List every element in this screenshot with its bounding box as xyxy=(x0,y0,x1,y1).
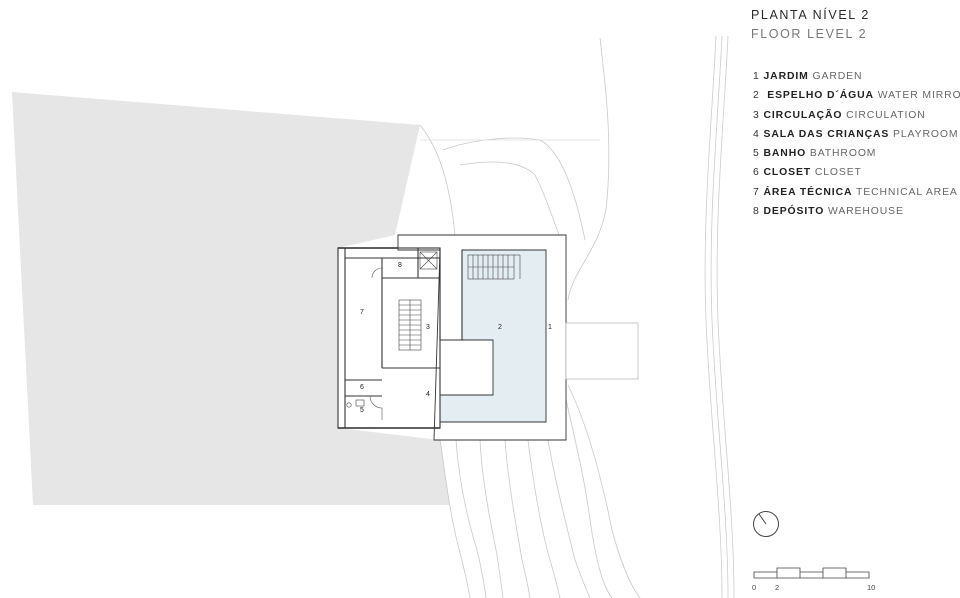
legend-item: 2 ESPELHO D´ÁGUA WATER MIRROR xyxy=(753,86,960,105)
legend-item: 1 JARDIM GARDEN xyxy=(753,67,960,86)
legend-number: 5 xyxy=(753,148,760,160)
building-walls xyxy=(337,247,463,429)
north-arrow-icon xyxy=(753,511,779,537)
room-legend: 1 JARDIM GARDEN 2 ESPELHO D´ÁGUA WATER M… xyxy=(753,67,960,221)
legend-item: 4 SALA DAS CRIANÇAS PLAYROOM xyxy=(753,125,960,144)
interior-stair xyxy=(398,299,422,351)
room-labels: 1 2 3 4 5 6 7 8 xyxy=(360,262,552,414)
door-swings xyxy=(369,267,383,420)
terrain-area xyxy=(12,92,450,505)
legend-item: 8 DEPÓSITO WAREHOUSE xyxy=(753,202,960,221)
scale-label-2: 2 xyxy=(775,583,779,592)
legend-number: 7 xyxy=(753,186,760,198)
legend-number: 2 xyxy=(753,90,760,102)
legend-name-pt: JARDIM xyxy=(763,71,809,82)
legend-number: 8 xyxy=(753,206,760,218)
legend-name-pt: ÁREA TÉCNICA xyxy=(763,186,853,198)
bathroom-fixtures xyxy=(346,399,365,408)
boundary-lines xyxy=(704,35,735,598)
scale-bar xyxy=(753,567,870,579)
contour-lines xyxy=(419,37,641,598)
legend-item: 6 CLOSET CLOSET xyxy=(753,163,960,182)
legend-name-en: BATHROOM xyxy=(809,148,877,160)
legend-number: 6 xyxy=(753,167,760,179)
legend-number: 1 xyxy=(753,71,760,82)
room-label-8: 8 xyxy=(398,262,402,269)
room-label-6: 6 xyxy=(360,384,364,391)
room-label-4: 4 xyxy=(426,391,430,398)
legend-item: 5 BANHO BATHROOM xyxy=(753,144,960,163)
legend-name-pt: CLOSET xyxy=(763,167,812,179)
legend-name-pt: DEPÓSITO xyxy=(763,206,825,218)
legend-name-en: GARDEN xyxy=(812,71,863,82)
room-label-1: 1 xyxy=(548,324,552,331)
legend-name-en: CLOSET xyxy=(814,167,862,179)
legend-name-en: TECHNICAL AREA xyxy=(856,186,958,198)
legend-name-en: PLAYROOM xyxy=(893,128,959,140)
walkway xyxy=(565,322,639,380)
room-label-7: 7 xyxy=(360,309,364,316)
legend-number: 3 xyxy=(753,109,760,121)
exterior-stair xyxy=(467,254,521,280)
scale-label-0: 0 xyxy=(752,583,756,592)
scale-label-10: 10 xyxy=(867,583,875,592)
plan-title: PLANTA NÍVEL 2 xyxy=(751,8,870,22)
room-label-2: 2 xyxy=(498,324,502,331)
legend-item: 7 ÁREA TÉCNICA TECHNICAL AREA xyxy=(753,183,960,202)
plan-subtitle: FLOOR LEVEL 2 xyxy=(751,27,868,41)
legend-number: 4 xyxy=(753,128,760,140)
legend-name-en: WATER MIRROR xyxy=(877,90,960,102)
legend-name-pt: SALA DAS CRIANÇAS xyxy=(763,128,890,140)
legend-name-en: WAREHOUSE xyxy=(828,206,904,218)
legend-name-pt: ESPELHO D´ÁGUA xyxy=(767,90,874,102)
legend-name-en: CIRCULATION xyxy=(846,109,926,121)
legend-name-pt: CIRCULAÇÃO xyxy=(763,109,843,121)
room-label-5: 5 xyxy=(360,407,364,414)
elevator-shaft xyxy=(419,251,438,270)
legend-item: 3 CIRCULAÇÃO CIRCULATION xyxy=(753,106,960,125)
room-label-3: 3 xyxy=(426,324,430,331)
legend-name-pt: BANHO xyxy=(763,148,807,160)
